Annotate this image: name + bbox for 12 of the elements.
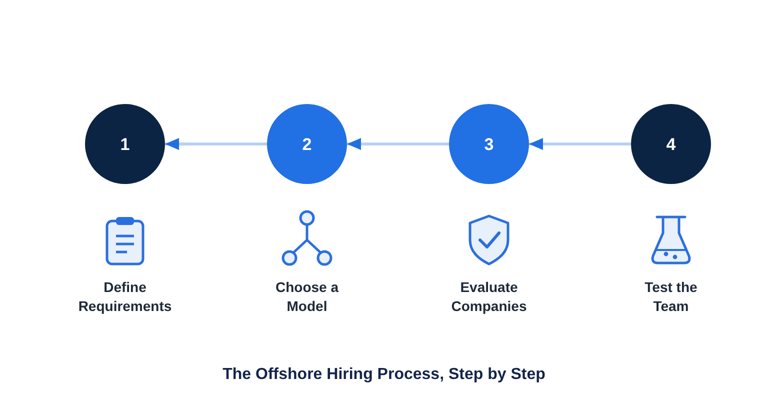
step-number: 1 (120, 136, 130, 152)
arrow (347, 138, 449, 150)
arrow (165, 138, 267, 150)
diagram-title: The Offshore Hiring Process, Step by Step (222, 366, 546, 384)
step-label: Define Requirements (77, 278, 173, 316)
step-label: Choose a Model (274, 278, 340, 316)
step-label: Evaluate Companies (450, 278, 528, 316)
step-number: 4 (666, 136, 676, 152)
step-number: 2 (302, 136, 312, 152)
step-label: Test the Team (644, 278, 698, 316)
arrow (529, 138, 631, 150)
step-number: 3 (484, 136, 494, 152)
